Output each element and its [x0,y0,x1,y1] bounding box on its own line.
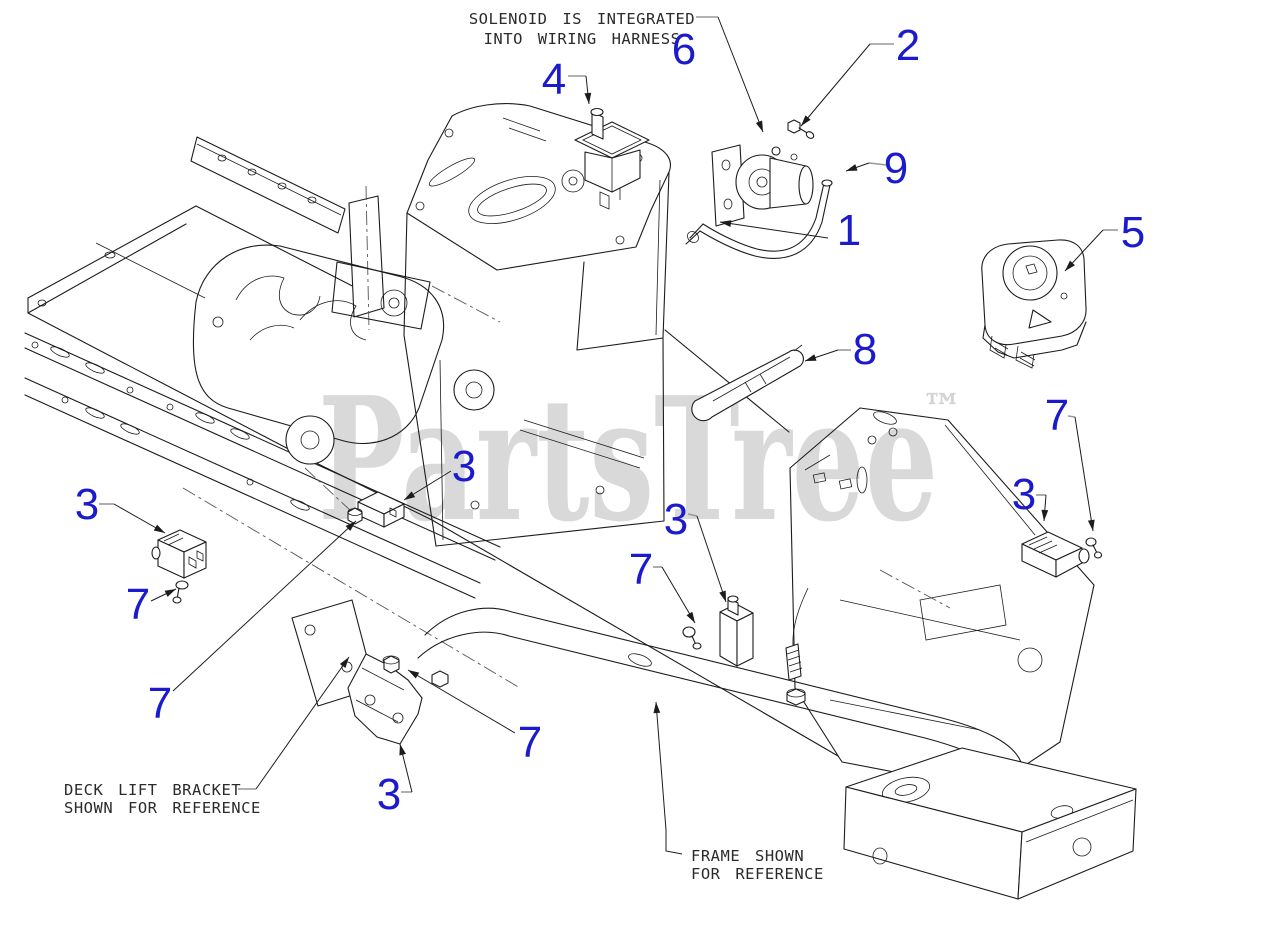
callout-7-7-leader [1074,416,1094,532]
callout-8-6: 8 [804,325,877,374]
callout-3-12: 3 [664,495,727,603]
part-fuel-solenoid [685,144,833,259]
watermark: PartsTree ™ [318,360,962,560]
callout-2-1-arrow [801,115,811,126]
callout-4-2-label: 4 [542,55,566,104]
callout-7-11: 7 [126,580,177,629]
watermark-tm: ™ [922,385,962,432]
callout-6-0: 6 [672,25,696,74]
part-plunger-switch [574,107,650,210]
callout-3-16-label: 3 [377,770,401,819]
callout-7-15-label: 7 [518,718,542,767]
callout-3-16: 3 [377,743,413,819]
callout-1-4: 1 [719,206,861,255]
callout-3-9: 3 [403,442,476,501]
callout-2-1: 2 [800,21,920,127]
callout-1-4-arrow [720,220,732,227]
deck-lift-note-arrow [339,657,349,668]
frame-note-leader [655,701,683,855]
callout-9-3: 9 [845,144,908,193]
callout-7-7-tick [1067,415,1076,418]
callout-9-3-tick [868,162,888,166]
callout-3-10-label: 3 [75,480,99,529]
callout-3-12-arrow [719,590,726,602]
part-interlock-switch-left [151,529,207,604]
callout-7-7-label: 7 [1045,391,1069,440]
callout-7-13: 7 [629,545,696,624]
callout-3-12-label: 3 [664,495,688,544]
callout-7-11-arrow [164,589,176,597]
part-key-switch [981,239,1087,369]
watermark-text: PartsTree [318,360,938,560]
callout-7-14-leader [172,520,357,692]
callout-1-4-label: 1 [837,206,861,255]
callout-7-7: 7 [1045,391,1095,532]
part-interlock-switch-bottom [682,587,809,681]
callout-8-6-arrow [805,354,817,361]
callout-5-5: 5 [1064,208,1145,272]
callout-3-9-label: 3 [452,442,476,491]
callout-3-12-leader [696,515,727,603]
callout-7-14-label: 7 [148,679,172,728]
solenoid-note-leader [717,16,764,133]
callout-7-7-arrow [1087,519,1095,531]
callout-1-4-leader [719,221,829,239]
frame-line-art [24,103,1137,900]
solenoid-note-arrow [755,120,763,132]
callout-3-8-arrow [1041,509,1049,521]
callout-7-15-leader [407,669,516,734]
callout-3-10: 3 [75,480,166,534]
callout-3-12-tick [687,513,698,517]
part-bolt-item2 [787,119,815,139]
callout-4-2: 4 [542,55,592,105]
callout-3-16-arrow [399,744,406,756]
callout-6-0-label: 6 [672,25,696,74]
callout-2-1-label: 2 [896,21,920,70]
callout-7-14: 7 [148,520,357,728]
callout-5-5-arrow [1065,260,1075,271]
callout-7-15: 7 [407,669,542,767]
callout-7-13-arrow [686,611,695,623]
callout-2-1-leader [800,43,871,127]
part-interlock-switch-right [1021,531,1103,578]
callout-9-3-label: 9 [884,144,908,193]
callout-7-14-arrow [345,521,356,531]
part-interlock-switch-center [347,491,405,528]
callout-3-8: 3 [1012,470,1049,522]
deck-lift-note-leader [255,656,350,790]
callout-7-11-label: 7 [126,580,150,629]
callout-3-8-label: 3 [1012,470,1036,519]
frame-note-arrow [653,702,661,714]
part-deck-lift-bracket [291,599,423,745]
callout-7-13-label: 7 [629,545,653,594]
callout-7-15-arrow [408,670,420,679]
callout-3-10-arrow [153,524,165,533]
callout-3-9-arrow [404,491,416,500]
callout-5-5-label: 5 [1121,208,1145,257]
part-lift-rod [691,344,804,422]
callout-8-6-label: 8 [853,325,877,374]
callout-9-3-arrow [846,164,858,171]
callout-4-2-arrow [584,92,592,104]
